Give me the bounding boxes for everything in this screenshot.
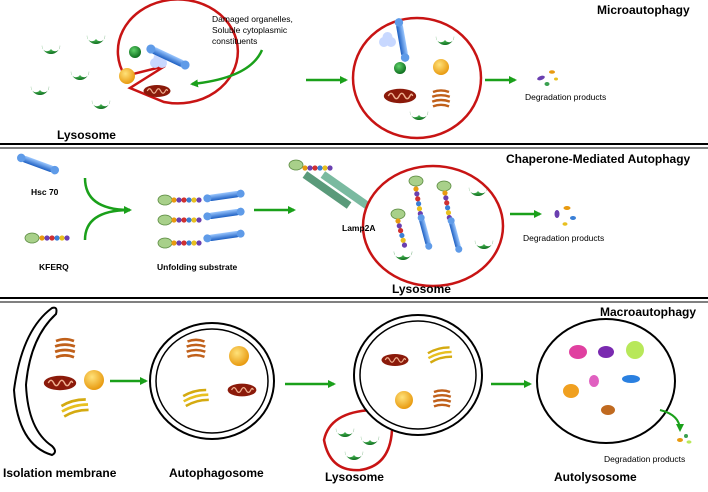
cma-kferq [24, 232, 70, 244]
cma-lysosome-contents [390, 175, 494, 260]
cma-products-label: Degradation products [523, 233, 605, 243]
micro-vesicle [86, 35, 106, 44]
micro-vesicle [30, 86, 50, 95]
macro-isolation-label: Isolation membrane [3, 466, 117, 480]
macro-products [677, 434, 692, 444]
cma-hsc70-label: Hsc 70 [31, 187, 59, 197]
macro-autolysosome-label: Autolysosome [554, 470, 637, 484]
micro-vesicle [41, 45, 61, 54]
cma-unfolding-label: Unfolding substrate [157, 262, 238, 272]
cma-lysosome [361, 164, 505, 288]
macro-cargo-1 [43, 337, 104, 419]
micro-arrow-cargo [190, 49, 264, 88]
isolation-membrane [12, 306, 58, 457]
autophagosome-contents [180, 338, 258, 408]
fusion-vesicle-outer [353, 314, 483, 436]
micro-cargo-label-2: Soluble cytoplasmic [212, 25, 288, 35]
macro-autophagosome-label: Autophagosome [169, 466, 264, 480]
micro-vesicle [91, 100, 111, 109]
micro-title: Microautophagy [597, 3, 690, 17]
autophagosome-outer [149, 322, 275, 440]
cma-lysosome-label: Lysosome [392, 282, 451, 296]
cma-hsc70 [15, 152, 61, 176]
fusion-vesicle-inner [359, 320, 477, 430]
cma-title: Chaperone-Mediated Autophagy [506, 152, 691, 166]
autolysosome [536, 318, 676, 444]
micro-cargo-label-1: Damaged organelles, [212, 14, 293, 24]
micro-cargo [119, 43, 192, 98]
macro-arrow-4 [659, 409, 684, 432]
micro-cargo-label-3: constituents [212, 36, 258, 46]
cma-merge-arrow-top [83, 177, 131, 212]
cma-products [554, 206, 576, 226]
cma-lamp-label: Lamp2A [342, 223, 376, 233]
cma-lamp2a [288, 159, 370, 209]
micro-lysosome-full [351, 16, 483, 140]
fusion-vesicle-contents [380, 344, 455, 409]
micro-vesicle [70, 71, 90, 80]
micro-lysosome [116, 0, 240, 105]
micro-products [537, 70, 558, 86]
micro-products-label: Degradation products [525, 92, 607, 102]
macro-lysosome-label: Lysosome [325, 470, 384, 484]
macro-title: Macroautophagy [600, 305, 697, 319]
cma-kferq-label: KFERQ [39, 262, 69, 272]
macro-lysosome [322, 408, 394, 472]
autophagosome-inner [155, 328, 269, 434]
micro-lysosome-contents [379, 17, 455, 120]
autolysosome-contents [563, 341, 644, 415]
micro-lysosome-label: Lysosome [57, 128, 116, 142]
cma-complex [157, 189, 246, 249]
macro-products-label: Degradation products [604, 454, 686, 464]
cma-merge-arrow-bottom [83, 206, 132, 241]
